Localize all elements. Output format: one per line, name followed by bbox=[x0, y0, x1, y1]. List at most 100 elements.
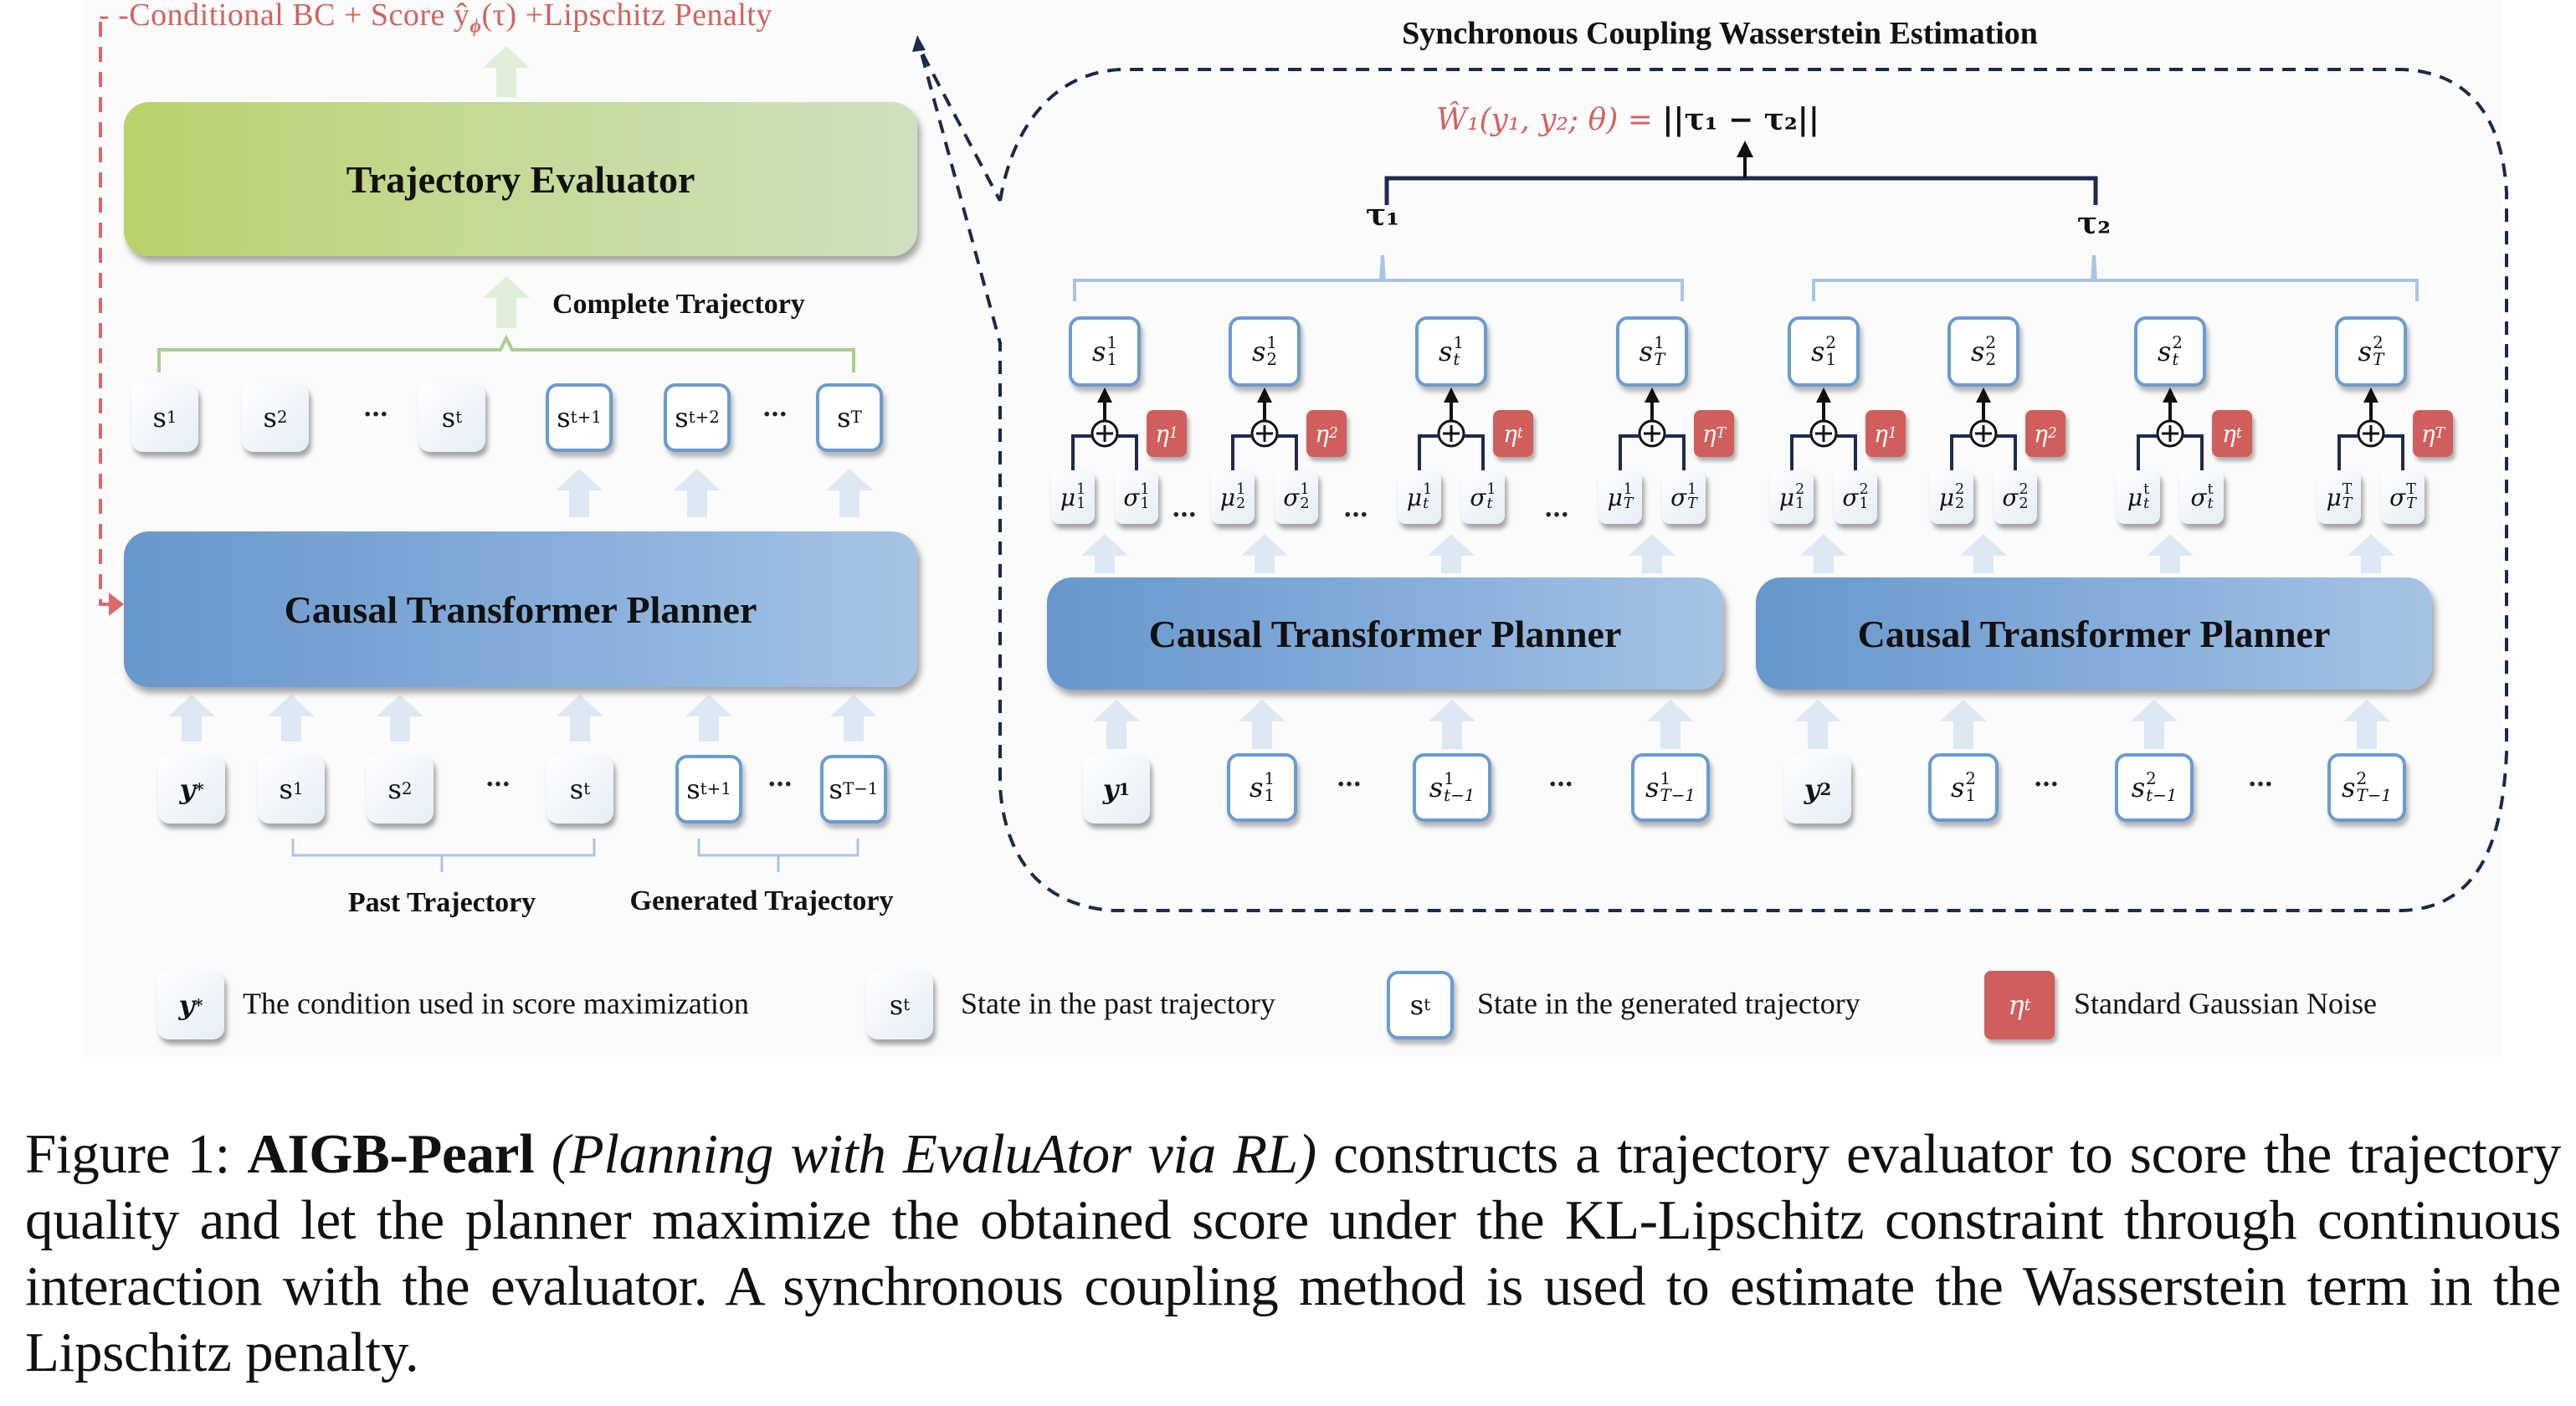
symbol-base: y bbox=[178, 989, 195, 1021]
sigma-wire bbox=[1277, 434, 1298, 473]
symbol-base: s bbox=[1970, 336, 1985, 367]
formula-lhs: Ŵ₁(y₁, y₂; θ) = bbox=[1436, 103, 1653, 137]
planner-input-arrow-icon bbox=[557, 695, 603, 741]
symbol-base: η bbox=[2034, 419, 2048, 448]
subscript: T−1 bbox=[2356, 786, 2392, 805]
superscript: 1 bbox=[1444, 769, 1455, 789]
symbol-base: σ bbox=[2389, 483, 2406, 511]
subscript: 2 bbox=[1300, 495, 1310, 512]
symbol-base: s bbox=[2157, 336, 2172, 367]
symbol-base: s bbox=[557, 402, 571, 434]
symbol-base: s bbox=[1249, 772, 1264, 803]
symbol-base: s bbox=[1409, 989, 1424, 1021]
symbol-base: σ bbox=[1283, 483, 1300, 511]
sample-arrow-head-icon bbox=[2163, 387, 2178, 403]
wasserstein-formula: Ŵ₁(y₁, y₂; θ) = ||τ₁ − τ₂|| bbox=[1436, 102, 1819, 137]
planner-2-label: Causal Transformer Planner bbox=[1857, 612, 2331, 655]
superscript: 1 bbox=[1486, 480, 1496, 498]
superscript: 1 bbox=[1660, 769, 1671, 789]
subscript: 1 bbox=[1076, 495, 1086, 512]
subscript: T bbox=[1623, 495, 1634, 512]
superscript: 2 bbox=[2172, 333, 2183, 353]
subscript: T bbox=[2342, 495, 2353, 512]
symbol-base: s bbox=[387, 773, 402, 805]
ellipsis: … bbox=[363, 393, 388, 423]
symbol-base: s bbox=[1645, 772, 1660, 803]
symbol-base: μ bbox=[2127, 483, 2143, 511]
complete-trajectory-arrow-icon bbox=[483, 276, 530, 328]
caption-text: constructs a trajectory evaluator to sco… bbox=[25, 1123, 2561, 1383]
symbol-base: η bbox=[1503, 419, 1517, 448]
ellipsis: … bbox=[2248, 763, 2273, 793]
symbol-base: μ bbox=[1778, 483, 1795, 511]
subscript: t bbox=[2207, 495, 2214, 512]
subscript: 1 bbox=[1859, 495, 1869, 512]
sample-arrow-head-icon bbox=[1444, 387, 1459, 403]
subscript: 1 bbox=[1106, 350, 1118, 369]
sigma-wire bbox=[1117, 434, 1138, 473]
ellipsis: … bbox=[1172, 494, 1197, 523]
sigma-wire bbox=[1665, 434, 1686, 473]
generated-state-arrow-icon bbox=[556, 469, 603, 517]
superscript: 1 bbox=[1140, 480, 1150, 498]
planner-output-arrow-icon bbox=[2147, 534, 2194, 573]
ellipsis: … bbox=[485, 763, 511, 793]
superscript: 1 bbox=[1687, 480, 1697, 498]
superscript: 2 bbox=[1985, 333, 1997, 353]
symbol-base: s bbox=[263, 402, 277, 434]
superscript: 2 bbox=[1825, 333, 1837, 353]
symbol-base: σ bbox=[1470, 483, 1486, 511]
subscript: t bbox=[1423, 495, 1429, 512]
subscript: t bbox=[2143, 495, 2150, 512]
symbol-base: μ bbox=[2326, 483, 2342, 511]
caption-bold: AIGB-Pearl bbox=[247, 1123, 535, 1185]
complete-trajectory-bracket bbox=[157, 334, 855, 372]
planner-input-arrow-icon bbox=[268, 695, 315, 741]
planner-input-arrow-icon bbox=[168, 695, 215, 741]
superscript: 2 bbox=[1955, 480, 1965, 498]
superscript: 2 bbox=[2356, 769, 2368, 789]
subscript: t bbox=[1486, 495, 1493, 512]
sample-arrow-head-icon bbox=[1816, 387, 1831, 403]
symbol-base: s bbox=[1639, 336, 1654, 367]
sample-arrow-head-icon bbox=[2363, 387, 2378, 403]
superscript: 2 bbox=[2373, 333, 2384, 353]
superscript: 1 bbox=[1264, 769, 1275, 789]
frame-pointer-arrowhead-icon bbox=[912, 35, 926, 52]
subscript: 2 bbox=[1955, 495, 1965, 512]
sample-arrow-head-icon bbox=[1097, 387, 1112, 403]
subscript: 1 bbox=[1795, 495, 1805, 512]
wasserstein-dashed-frame bbox=[919, 49, 2508, 912]
subscript: t bbox=[2172, 350, 2179, 369]
planner-label: Causal Transformer Planner bbox=[284, 588, 757, 631]
formula-rhs: ||τ₁ − τ₂|| bbox=[1662, 102, 1819, 137]
symbol-base: s bbox=[279, 773, 293, 805]
formula-arrow-head-icon bbox=[1737, 141, 1753, 157]
